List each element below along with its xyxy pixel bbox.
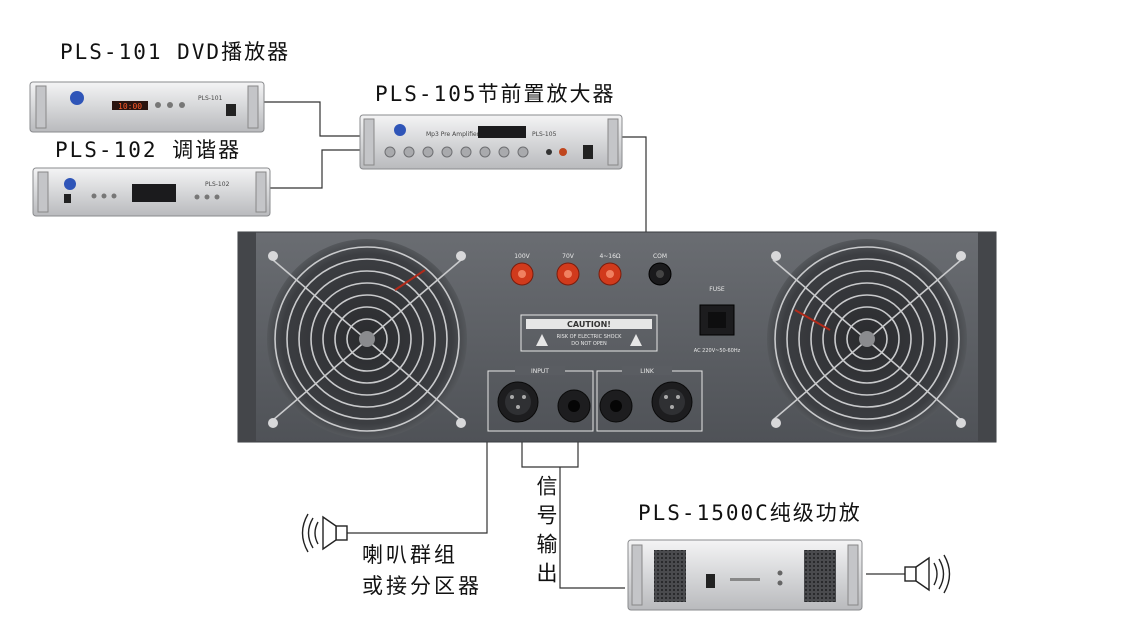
signal-loop-line <box>521 422 579 468</box>
power-rating: AC 220V~50-60Hz <box>694 348 741 354</box>
amplifier-rear-panel: 100V 70V 4~16Ω COM FUSE AC 220V~50-60Hz … <box>237 231 997 443</box>
terminal-label-70v: 70V <box>562 253 575 260</box>
power-amp-label: PLS-1500C纯级功放 <box>638 501 862 525</box>
dvd-player-label: PLS-101 DVD播放器 <box>60 40 291 64</box>
preamp-device: Mp3 Pre Amplifier PLS-105 <box>359 114 623 170</box>
left-fan <box>267 239 467 439</box>
tuner-label: PLS-102 调谐器 <box>55 138 242 162</box>
terminal-label-100v: 100V <box>514 253 530 260</box>
caution-line2: DO NOT OPEN <box>571 341 607 347</box>
terminal-label-4-16ohm: 4~16Ω <box>599 253 620 260</box>
speaker-group-label-line1: 喇叭群组 <box>362 543 458 567</box>
right-fan <box>767 239 967 439</box>
tuner-to-preamp-line <box>270 149 362 189</box>
svg-text:10:00: 10:00 <box>118 102 142 111</box>
dvd-panel-model: PLS-101 <box>198 95 223 102</box>
signal-output-line <box>559 467 625 589</box>
input-section: INPUT <box>487 366 594 432</box>
signal-output-label: 信号输出 <box>534 475 558 591</box>
tuner-panel-model: PLS-102 <box>205 181 230 188</box>
input-label: INPUT <box>531 368 549 375</box>
caution-title: CAUTION! <box>567 320 611 329</box>
preamp-to-amp-line <box>622 136 647 232</box>
link-section: LINK <box>596 366 703 432</box>
terminal-label-com: COM <box>653 253 667 260</box>
tuner-device: PLS-102 <box>32 167 271 217</box>
preamp-panel-name: Mp3 Pre Amplifier <box>426 131 480 138</box>
preamp-label: PLS-105节前置放大器 <box>375 82 616 106</box>
power-amp-device <box>627 539 863 611</box>
dvd-player-device: 10:00 PLS-101 <box>29 81 265 133</box>
speaker-icon-left <box>301 513 348 553</box>
preamp-panel-model: PLS-105 <box>532 131 557 138</box>
speaker-icon-right <box>904 554 951 594</box>
caution-label: CAUTION! RISK OF ELECTRIC SHOCK DO NOT O… <box>520 314 658 352</box>
speaker-terminals: 100V 70V 4~16Ω COM <box>510 253 672 286</box>
warning-icon <box>536 334 548 346</box>
dvd-to-preamp-line <box>262 101 362 137</box>
caution-line1: RISK OF ELECTRIC SHOCK <box>557 334 622 340</box>
link-label: LINK <box>640 368 655 375</box>
speaker-group-label-line2: 或接分区器 <box>362 574 482 598</box>
fuse-label: FUSE <box>709 286 725 293</box>
warning-icon <box>630 334 642 346</box>
